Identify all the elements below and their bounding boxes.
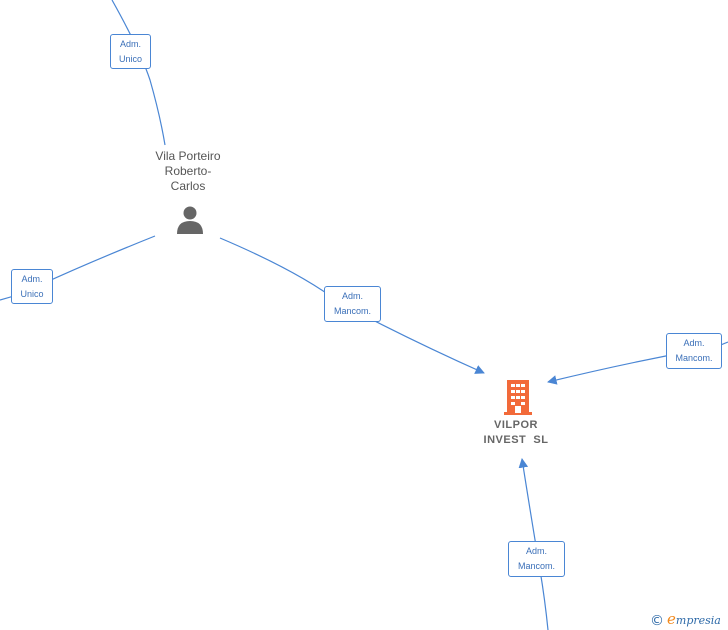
edge-label-line: Adm. xyxy=(21,274,43,284)
edge-label-line: Mancom. xyxy=(675,353,713,363)
edge-label-adm-mancom-bottom: Adm. Mancom. xyxy=(508,541,565,577)
copyright-icon: © xyxy=(650,613,664,629)
edge-label-adm-mancom-right: Adm. Mancom. xyxy=(666,333,722,369)
person-name-line: Vila Porteiro xyxy=(155,149,221,163)
edge-label-line: Mancom. xyxy=(517,561,555,571)
person-name-line: Carlos xyxy=(170,179,206,193)
edge-label-line: Adm. xyxy=(683,338,705,348)
edge-label-line: Adm. xyxy=(341,291,363,301)
person-node-label[interactable]: Vila Porteiro Roberto- Carlos xyxy=(138,149,238,194)
edge-label-line: Adm. xyxy=(525,546,547,556)
edge-label-line: Adm. xyxy=(119,39,141,49)
empresia-logo: ©empresia xyxy=(650,610,721,629)
brand-first-letter: e xyxy=(667,610,676,628)
person-icon[interactable] xyxy=(175,204,205,234)
company-name-line: INVEST SL xyxy=(483,434,549,446)
brand-rest: mpresia xyxy=(675,614,721,627)
company-node-label[interactable]: VILPOR INVEST SL xyxy=(466,418,566,448)
edge-label-line: Unico xyxy=(20,289,44,299)
building-icon[interactable] xyxy=(503,379,533,415)
edge-label-adm-unico-left: Adm. Unico xyxy=(11,269,53,304)
edge-top-to-person xyxy=(111,0,166,146)
edge-label-line: Unico xyxy=(118,54,142,64)
company-name-line: VILPOR xyxy=(494,419,538,431)
person-name-line: Roberto- xyxy=(164,164,212,178)
edge-label-line: Mancom. xyxy=(333,306,371,316)
edge-label-adm-mancom-center: Adm. Mancom. xyxy=(324,286,381,322)
edge-label-adm-unico-top: Adm. Unico xyxy=(110,34,151,69)
